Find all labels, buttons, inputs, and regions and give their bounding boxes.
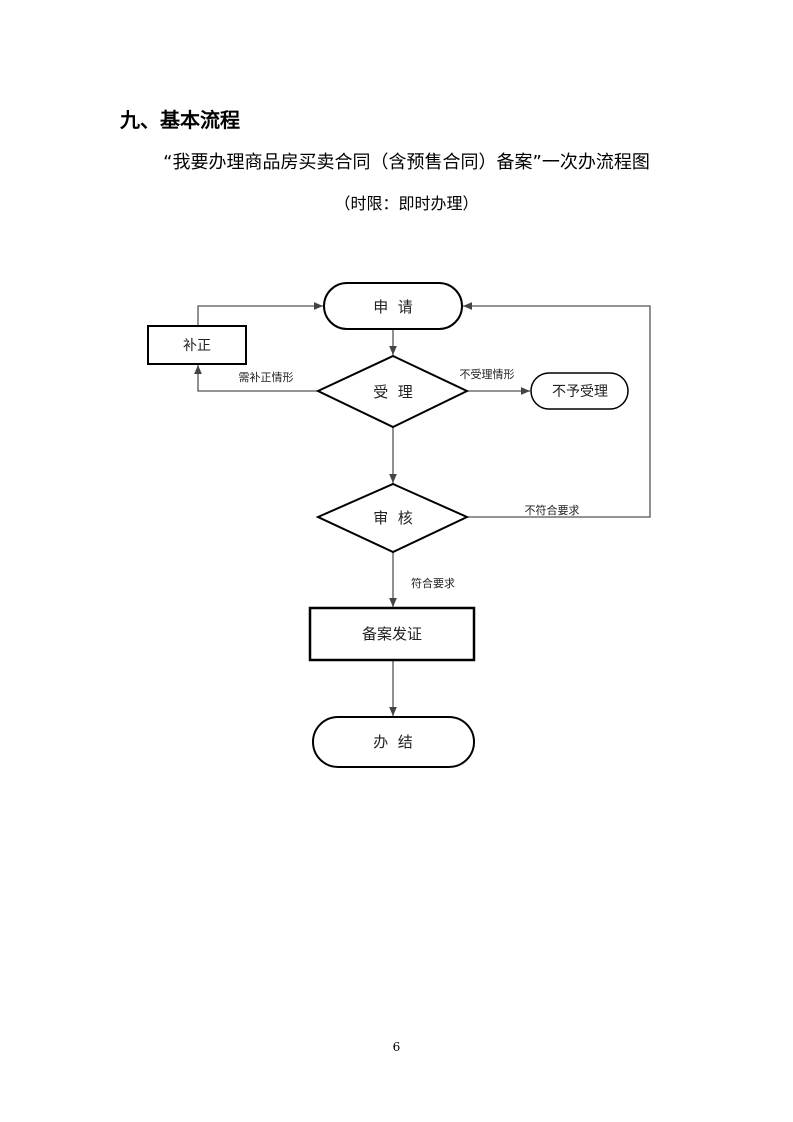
- flowchart-title: “我要办理商品房买卖合同（含预售合同）备案”一次办流程图: [163, 152, 650, 173]
- node-apply-shape: [323, 282, 463, 330]
- edge-label-not-accepted: 不受理情形: [460, 368, 515, 381]
- node-correct-shape: [147, 325, 247, 365]
- time-limit: （时限：即时办理）: [334, 194, 479, 213]
- node-finish-label: 办 结: [373, 733, 413, 751]
- section-heading: 九、基本流程: [120, 108, 240, 132]
- node-review-label: 审 核: [373, 509, 413, 527]
- node-record-label: 备案发证: [362, 625, 422, 643]
- edge-label-compliant: 符合要求: [411, 576, 455, 590]
- edge-correct-apply: [197, 302, 323, 326]
- edge-label-need-correction: 需补正情形: [239, 371, 294, 384]
- node-correct-label: 补正: [183, 338, 211, 354]
- node-review-shape: [315, 482, 470, 554]
- edge-accept-correct: [194, 365, 318, 392]
- node-apply-label: 申 请: [373, 298, 413, 316]
- node-accept-shape: [315, 354, 470, 429]
- node-reject-label: 不予受理: [552, 384, 608, 400]
- node-record-shape: [308, 606, 476, 662]
- edge-review-apply: [463, 302, 651, 518]
- page-number: 6: [392, 1040, 401, 1054]
- node-accept-label: 受 理: [373, 383, 413, 401]
- edge-label-not-compliant: 不符合要求: [525, 503, 580, 517]
- node-reject-shape: [530, 372, 629, 410]
- node-finish-shape: [312, 716, 475, 768]
